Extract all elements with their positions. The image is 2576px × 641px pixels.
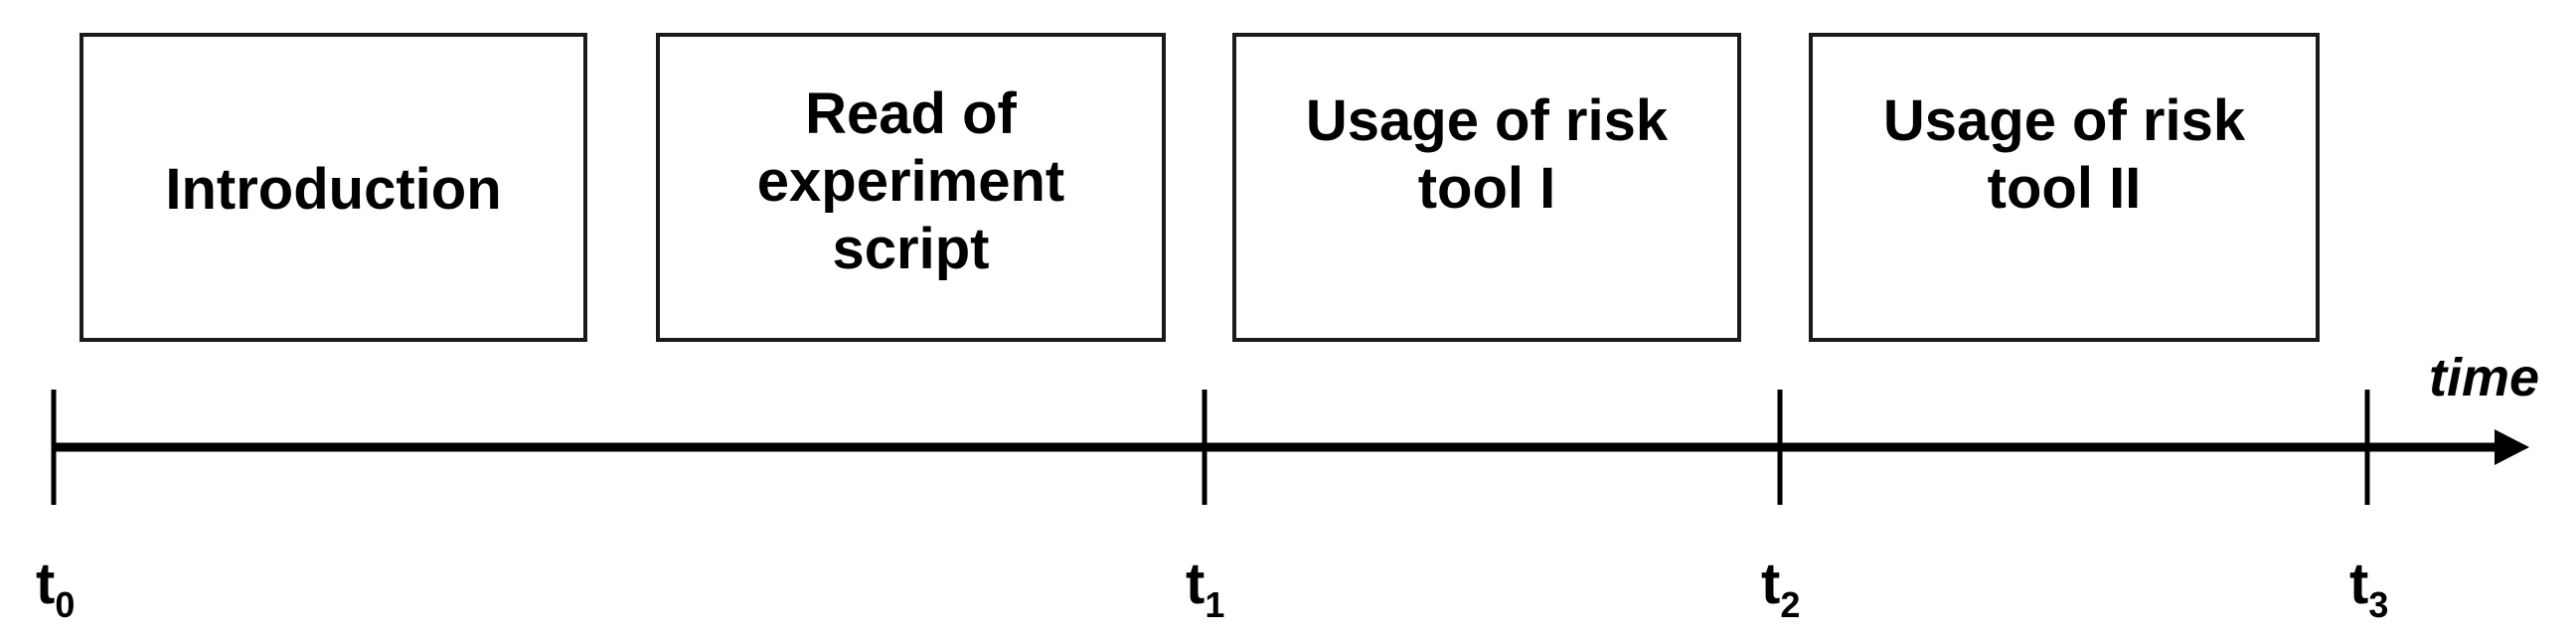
phase-box-read-script: Read of experiment script <box>656 33 1166 342</box>
phase-label: Introduction <box>165 156 502 222</box>
tick-label-t2: t2 <box>1761 552 1801 626</box>
timeline-arrowhead <box>2495 429 2529 465</box>
phase-label: Read of experiment script <box>756 80 1065 281</box>
phase-label: Usage of risk tool I <box>1305 87 1669 221</box>
tick-label-t1: t1 <box>1186 552 1225 626</box>
tick-label-t0: t0 <box>36 552 76 626</box>
phase-label: Usage of risk tool II <box>1882 87 2246 221</box>
phase-box-risk-tool-2: Usage of risk tool II <box>1809 33 2320 342</box>
time-axis-label: time <box>2429 348 2540 407</box>
phase-box-risk-tool-1: Usage of risk tool I <box>1232 33 1741 342</box>
phase-box-introduction: Introduction <box>80 33 587 342</box>
tick-label-t3: t3 <box>2349 552 2389 626</box>
